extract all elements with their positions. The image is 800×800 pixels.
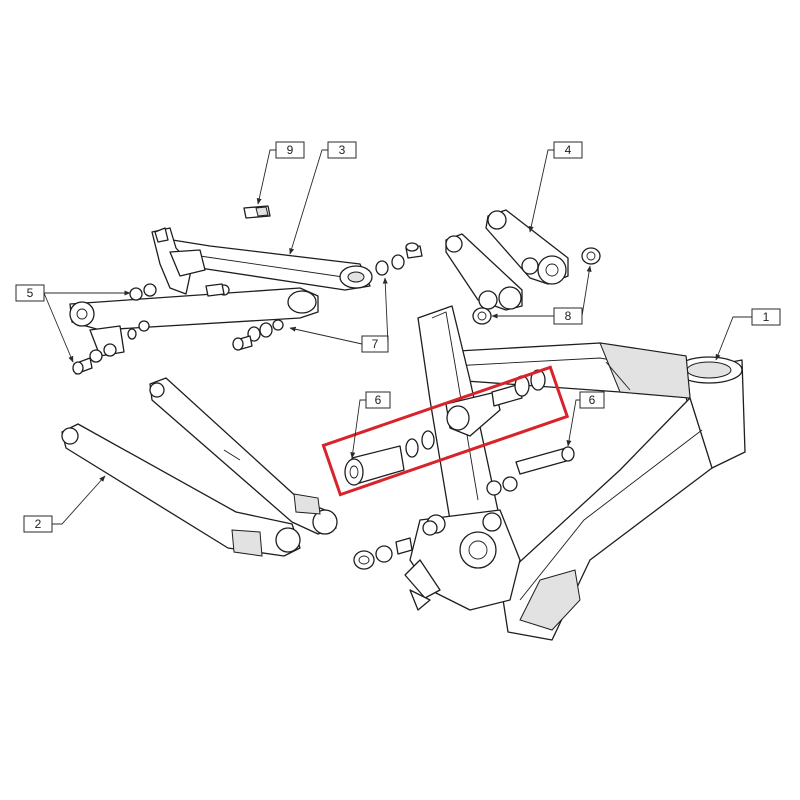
chain-stay bbox=[69, 287, 319, 357]
callout-1-number: 1 bbox=[763, 310, 770, 324]
hardware-part-8 bbox=[472, 247, 601, 325]
callout-6a-number: 6 bbox=[375, 393, 382, 407]
callout-5: 5 bbox=[15, 284, 131, 363]
highlight-box bbox=[321, 365, 570, 497]
callout-2-number: 2 bbox=[35, 517, 42, 531]
callout-4-number: 4 bbox=[565, 143, 572, 157]
highlighted-pivot-axle bbox=[344, 369, 546, 486]
callout-2: 2 bbox=[23, 475, 106, 533]
callout-3-number: 3 bbox=[339, 143, 346, 157]
rocker-link bbox=[445, 209, 569, 311]
callout-8-number: 8 bbox=[565, 309, 572, 323]
callout-6b-number: 6 bbox=[589, 393, 596, 407]
callout-4: 4 bbox=[528, 141, 583, 233]
callout-5-number: 5 bbox=[27, 286, 34, 300]
hardware-part-9 bbox=[243, 205, 271, 219]
callout-1: 1 bbox=[715, 308, 781, 361]
seat-stay-assembly bbox=[151, 227, 373, 295]
hardware-lower-pivot bbox=[353, 520, 438, 570]
main-frame bbox=[404, 305, 746, 641]
callout-9: 9 bbox=[256, 141, 305, 205]
callout-3: 3 bbox=[289, 141, 357, 255]
hardware-part-6-right bbox=[486, 446, 575, 496]
hardware-part-5 bbox=[72, 283, 157, 375]
lower-link-arms bbox=[61, 377, 338, 557]
callout-7: 7 bbox=[289, 277, 389, 353]
callout-6b: 6 bbox=[566, 391, 605, 447]
callout-8: 8 bbox=[491, 265, 592, 325]
callout-6a: 6 bbox=[350, 391, 391, 459]
callout-7-number: 7 bbox=[372, 337, 379, 351]
callout-9-number: 9 bbox=[287, 143, 294, 157]
hardware-part-7 bbox=[205, 242, 423, 351]
